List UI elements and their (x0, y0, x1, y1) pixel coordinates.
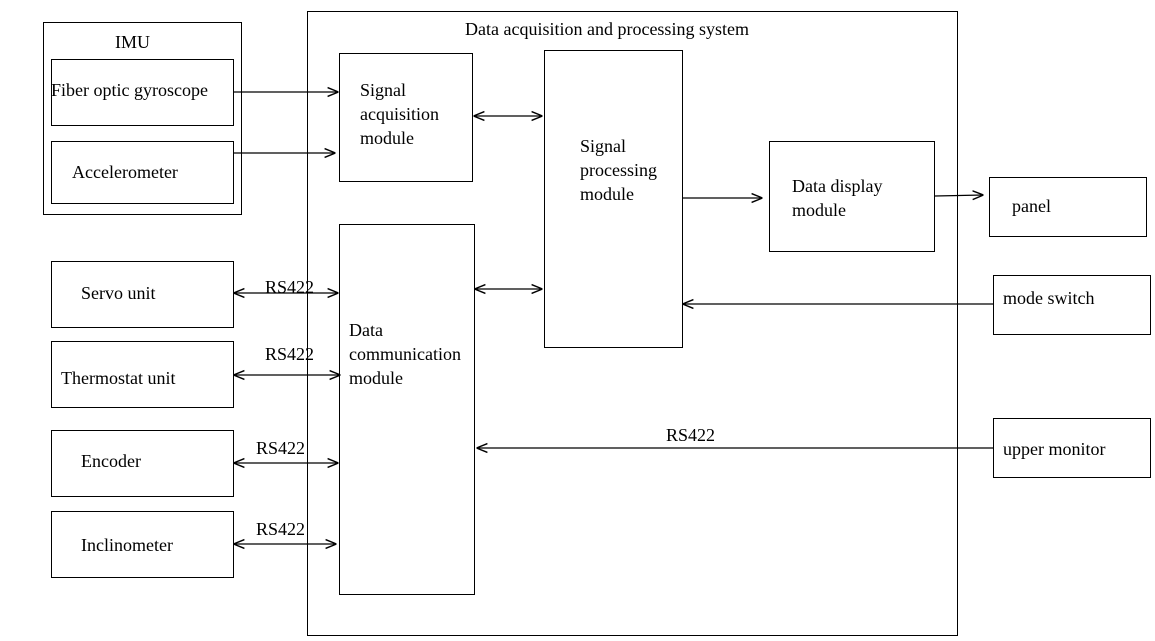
fiber-optic-gyroscope-block (51, 59, 234, 126)
panel-block (989, 177, 1147, 237)
encoder-label: Encoder (81, 451, 141, 471)
thermostat-unit-label: Thermostat unit (61, 368, 176, 388)
servo-unit-block (51, 261, 234, 328)
encoder-link-label: RS422 (256, 438, 306, 458)
panel-label: panel (1012, 196, 1051, 216)
data-communication-label: Data communication module (349, 320, 461, 388)
mode-switch-block (993, 275, 1151, 335)
servo-unit-label: Servo unit (81, 283, 156, 303)
thermostat-link-label: RS422 (265, 344, 315, 364)
upper-monitor-link-label: RS422 (666, 425, 716, 445)
inclinometer-link-label: RS422 (256, 519, 306, 539)
data-display-block (769, 141, 935, 252)
mode-switch-label: mode switch (1003, 288, 1095, 308)
imu-group (43, 22, 242, 215)
data-display-label: Data display module (792, 176, 883, 220)
signal-processing-label: Signal processing module (580, 136, 657, 204)
data-communication-block (339, 224, 475, 595)
imu-title: IMU (115, 32, 150, 52)
encoder-block (51, 430, 234, 497)
servo-link-label: RS422 (265, 277, 315, 297)
signal-processing-block (544, 50, 683, 348)
thermostat-unit-block (51, 341, 234, 408)
upper-monitor-block (993, 418, 1151, 478)
system-group (307, 11, 958, 636)
inclinometer-label: Inclinometer (81, 535, 173, 555)
signal-acquisition-label: Signal acquisition module (360, 80, 439, 148)
inclinometer-block (51, 511, 234, 578)
upper-monitor-label: upper monitor (1003, 439, 1106, 459)
accelerometer-label: Accelerometer (72, 162, 178, 182)
accelerometer-block (51, 141, 234, 204)
signal-acquisition-block (339, 53, 473, 182)
fiber-optic-gyroscope-label: Fiber optic gyroscope (51, 80, 208, 100)
system-title: Data acquisition and processing system (465, 19, 749, 39)
